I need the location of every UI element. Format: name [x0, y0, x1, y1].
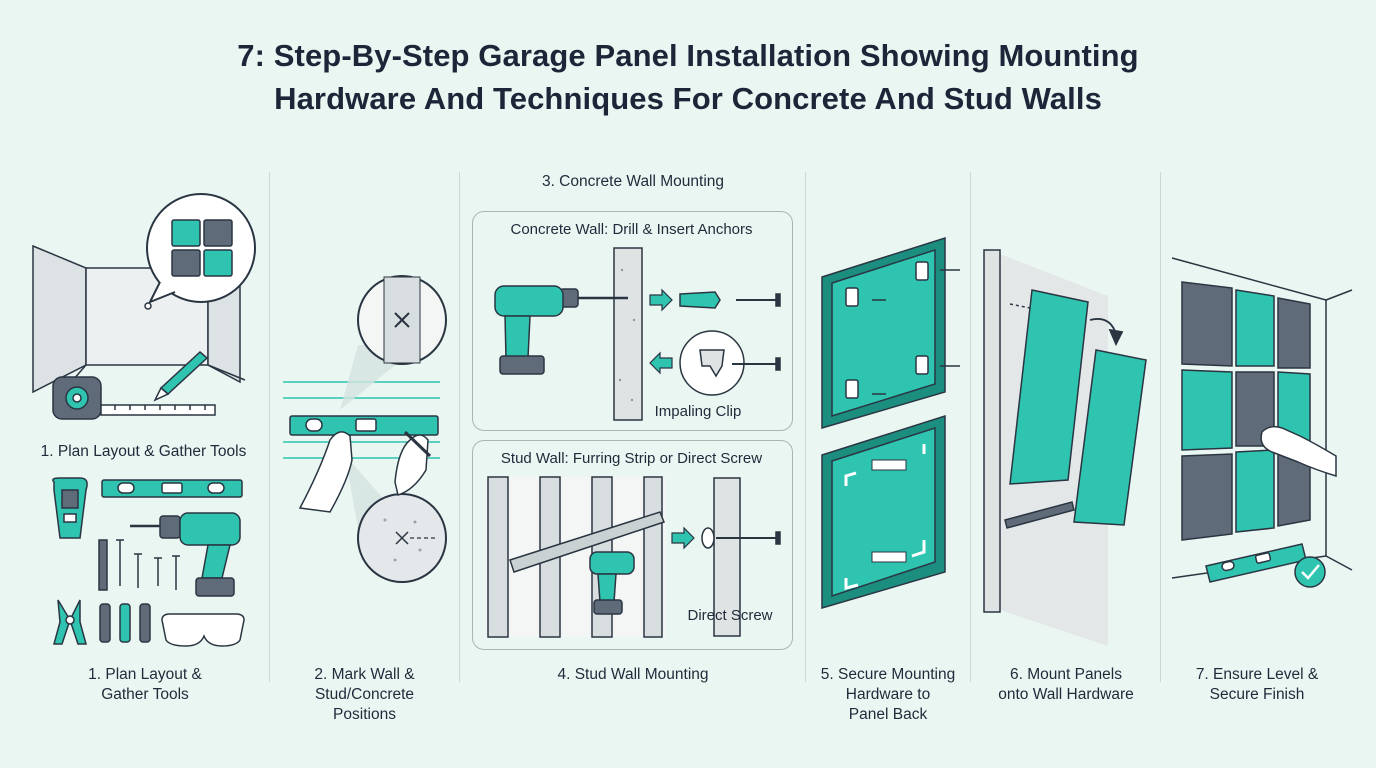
step-7-label: 7. Ensure Level & Secure Finish — [1162, 665, 1352, 705]
level-icon — [1206, 544, 1306, 582]
check-icon — [1295, 557, 1325, 587]
step-7-label-line-2: Secure Finish — [1162, 685, 1352, 705]
panel-grid-icon — [1182, 282, 1310, 540]
step-7-label-line-1: 7. Ensure Level & — [1162, 665, 1352, 685]
